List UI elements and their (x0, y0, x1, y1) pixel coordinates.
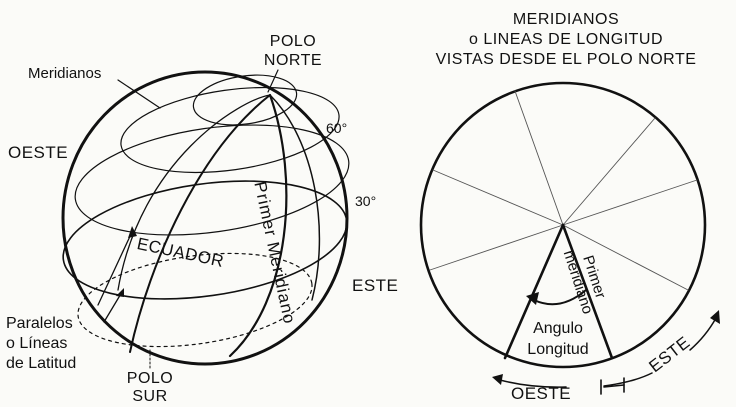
angulo-label-line-1: Angulo (533, 320, 583, 337)
top-view-title: MERIDIANOS o LINEAS DE LONGITUD VISTAS D… (398, 10, 734, 70)
polo-sur-label: POLO SUR (118, 370, 182, 406)
paralelos-label-line-1: Paralelos (6, 315, 73, 332)
parallel-polar-cap (192, 74, 298, 126)
polo-sur-label-line-1: POLO (126, 370, 174, 387)
leader-meridianos (117, 79, 161, 109)
lat-30-label: 30° (355, 193, 377, 209)
este-globe-label: ESTE (352, 276, 399, 295)
polo-norte-label-line-2: NORTE (263, 52, 323, 69)
arrow-tick-join (603, 384, 625, 388)
equator-line (62, 180, 348, 300)
top-view (419, 81, 720, 395)
polo-sur-label-line-2: SUR (132, 388, 168, 405)
leader-paralelos-2 (103, 291, 123, 323)
globe (61, 69, 350, 369)
parallel-60 (120, 86, 340, 174)
meridian-right (269, 94, 321, 301)
parallels (62, 74, 350, 348)
meridian-front (228, 93, 288, 358)
este-arrowhead (710, 310, 720, 324)
polo-norte-label: POLO NORTE (256, 32, 330, 70)
polo-norte-label-line-1: POLO (269, 33, 317, 50)
title-line-3: VISTAS DESDE EL POLO NORTE (435, 51, 697, 68)
paralelos-label-line-2: o Líneas (6, 335, 68, 352)
lat-60-label: 60° (326, 120, 348, 136)
meridians (117, 93, 321, 358)
paralelos-label: Paralelos o Líneas de Latitud (6, 314, 76, 374)
arrowhead-paralelos-1 (128, 226, 137, 238)
top-view-circle (419, 81, 707, 369)
wedge-line-left (503, 223, 565, 360)
angulo-label-line-2: Longitud (527, 341, 589, 358)
angle-arc (533, 289, 587, 306)
oeste-top-label: OESTE (511, 384, 572, 403)
oeste-arrowhead (492, 374, 503, 385)
oeste-globe-label: OESTE (8, 143, 69, 162)
wedge-line-prime (561, 223, 614, 360)
angle-arc-arrowhead (526, 292, 539, 305)
leader-paralelos-1 (97, 231, 133, 306)
parallel-minus-30 (77, 252, 313, 348)
meridian-back (117, 94, 271, 291)
meridian-spokes (429, 90, 698, 291)
arrowhead-paralelos-2 (116, 288, 124, 297)
angulo-longitud-label: Angulo Longitud (513, 318, 603, 360)
este-arrow-line-2 (689, 317, 717, 351)
oeste-arrow-line (499, 379, 567, 388)
meridian-left (129, 94, 271, 353)
title-line-1: MERIDIANOS (512, 11, 620, 28)
este-arrow-line (603, 372, 653, 387)
paralelos-label-line-3: de Latitud (6, 355, 77, 372)
meridianos-label: Meridianos (28, 65, 102, 82)
pole-axis (267, 69, 279, 93)
parallel-30 (74, 124, 350, 236)
title-line-2: o LINEAS DE LONGITUD (468, 31, 664, 48)
